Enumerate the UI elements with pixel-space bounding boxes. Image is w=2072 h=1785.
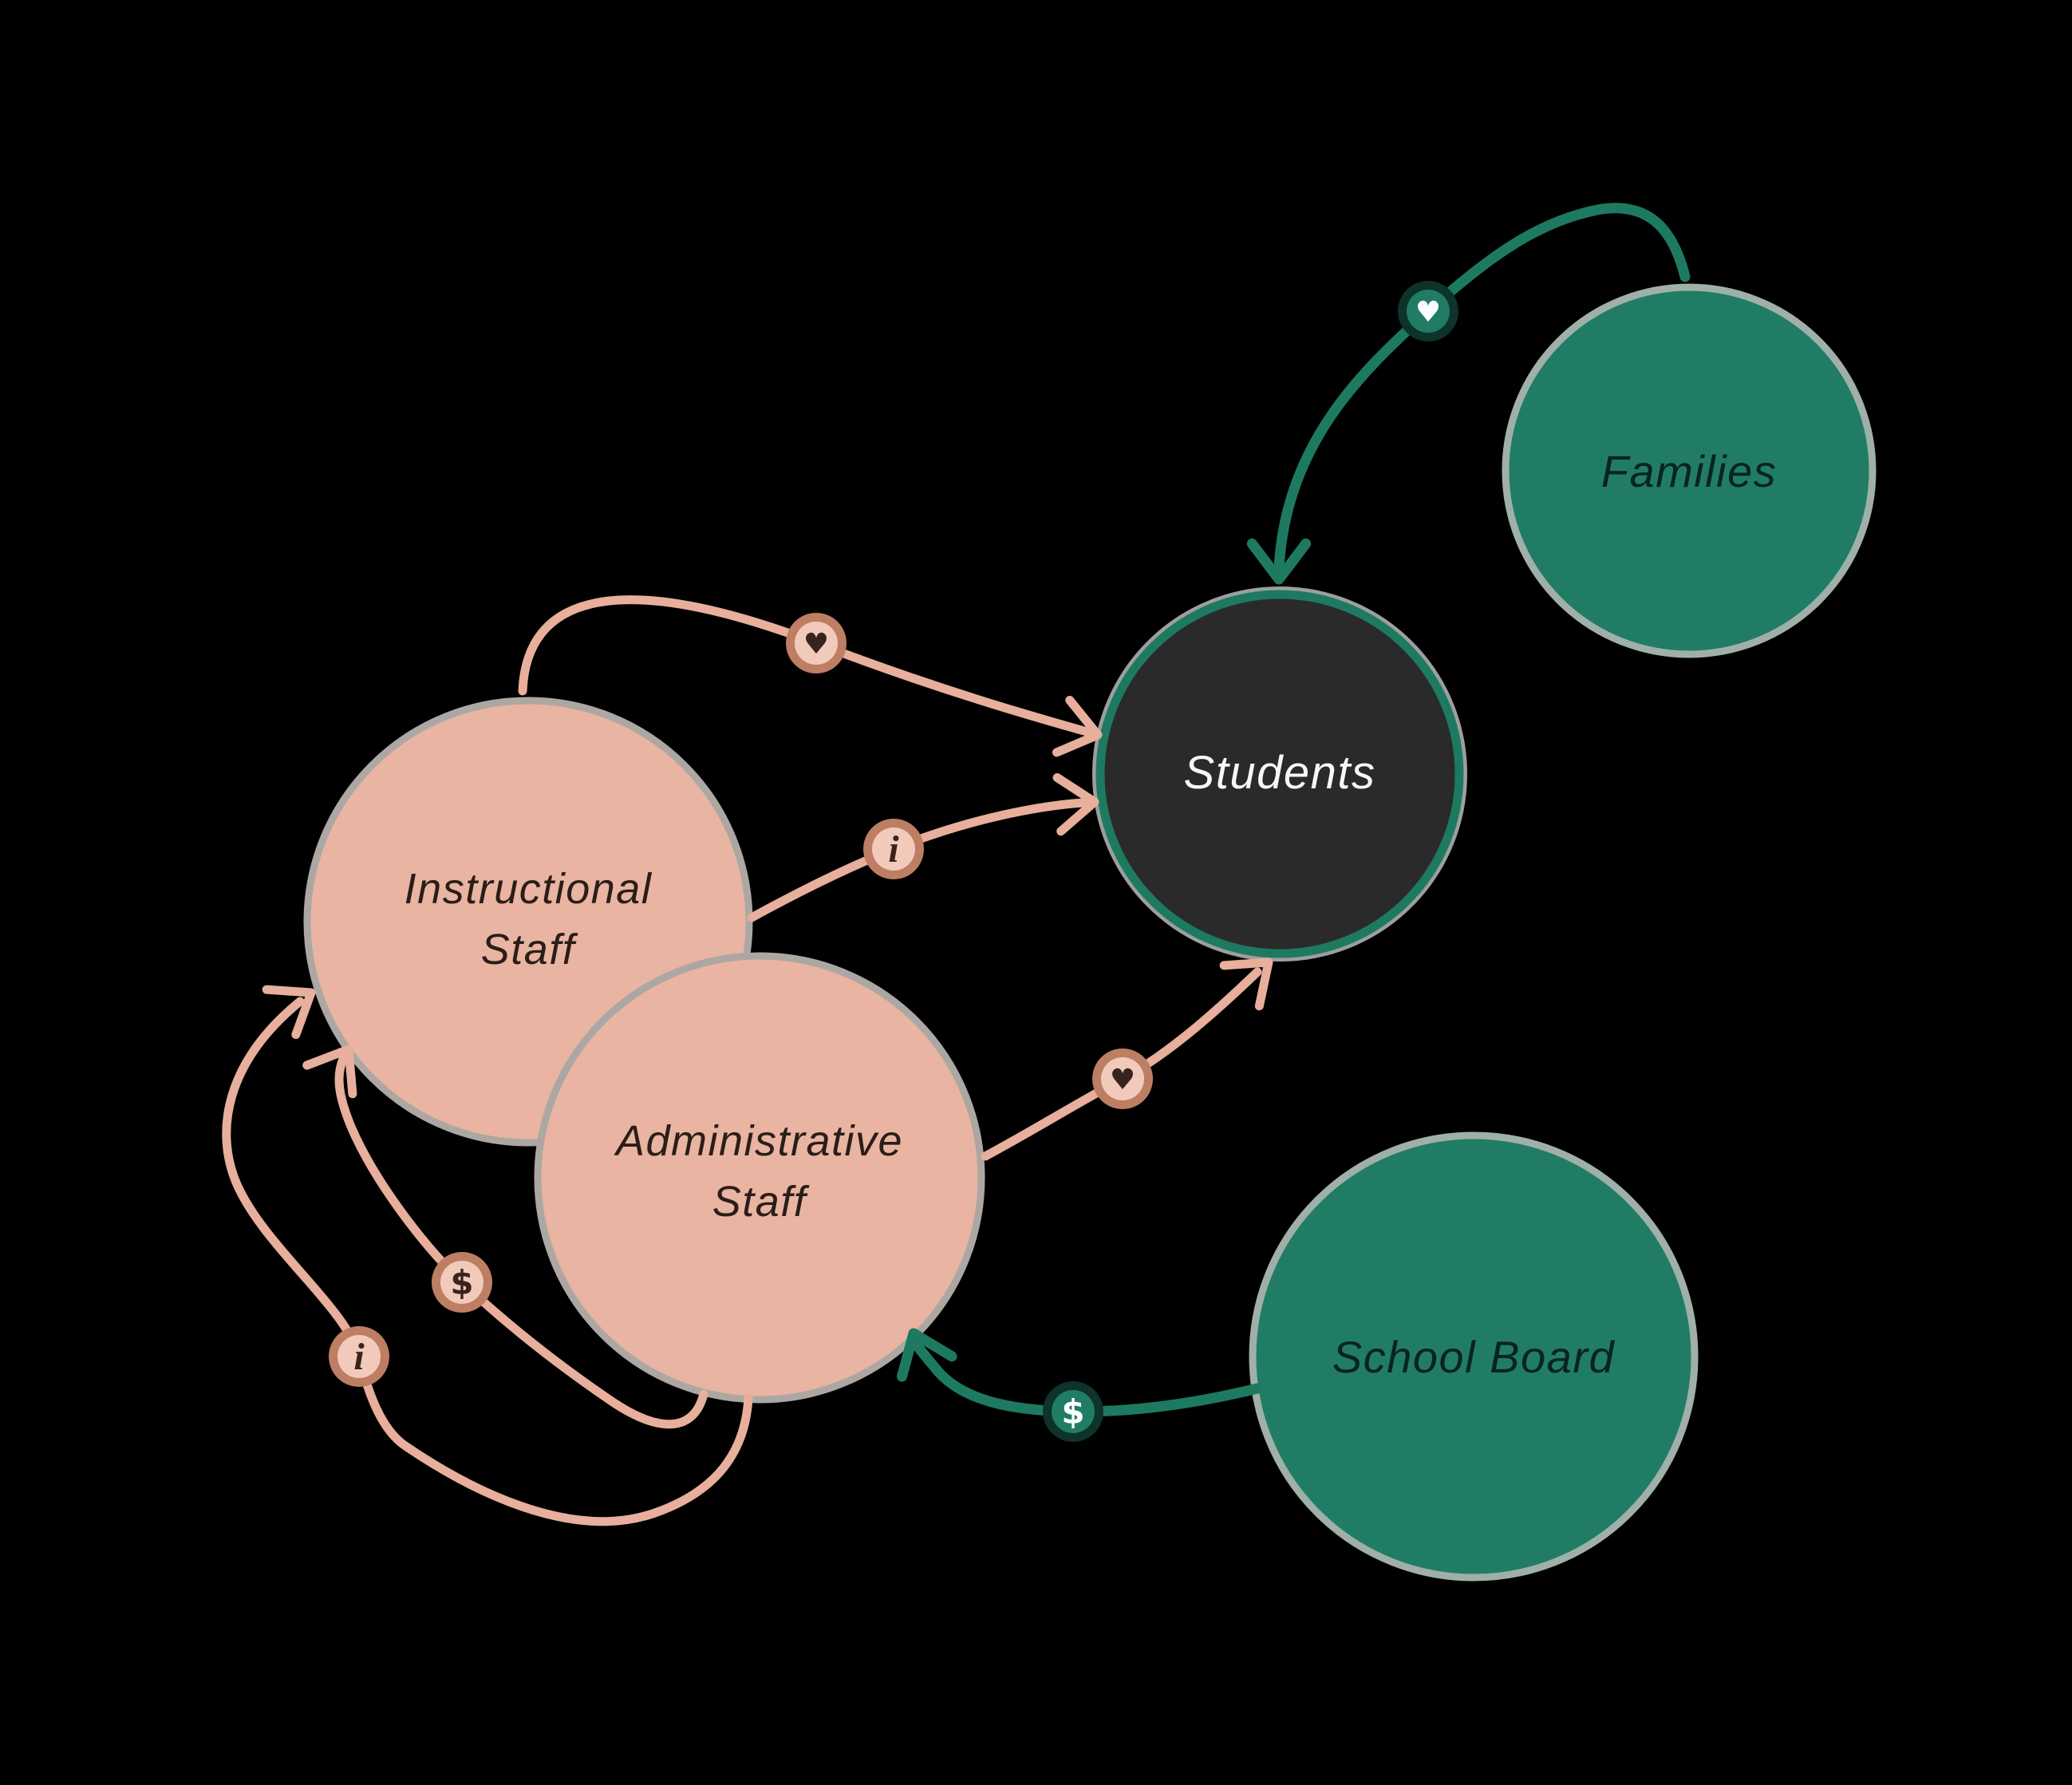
arrowhead-icon (262, 985, 316, 1040)
edge-badge-dollar[interactable]: $ (1043, 1381, 1103, 1442)
node-circle[interactable] (1095, 590, 1464, 958)
edge-path[interactable] (222, 997, 753, 1526)
node-label: School Board (1332, 1332, 1616, 1382)
info-icon: i (353, 1336, 365, 1378)
edge-administrative-staff-to-students-support[interactable]: ♥ (981, 958, 1273, 1161)
node-families[interactable]: Families (1502, 283, 1877, 658)
badge-face (1407, 290, 1450, 333)
arrowhead-icon (1052, 695, 1103, 757)
node-halo (1092, 586, 1467, 962)
node-label-line: Administrative (614, 1117, 903, 1165)
node-circle[interactable] (534, 952, 985, 1404)
edge-badge-info[interactable]: i (863, 819, 924, 879)
edge-administrative-staff-to-instructional-staff-funding[interactable]: $ (302, 1045, 708, 1429)
badge-face (440, 1261, 483, 1304)
node-label-line: School Board (1332, 1332, 1616, 1382)
dollar-icon: $ (1061, 1392, 1084, 1432)
badge-face (872, 827, 915, 871)
heart-icon: ♥ (1415, 296, 1441, 329)
info-icon: i (888, 828, 899, 871)
node-label: Families (1601, 446, 1777, 496)
arrowhead-icon (302, 1045, 357, 1099)
node-school-board[interactable]: School Board (1249, 1131, 1699, 1582)
edge-families-to-students[interactable]: ♥ (1246, 203, 1691, 585)
arrowhead-icon (1246, 538, 1312, 585)
heart-icon: ♥ (803, 628, 829, 661)
edge-instructional-staff-to-students-support[interactable]: ♥ (518, 595, 1103, 757)
badge-face (1101, 1057, 1144, 1100)
edge-path[interactable] (910, 1337, 1263, 1417)
edge-badge-heart[interactable]: ♥ (786, 613, 847, 673)
node-label: Students (1184, 747, 1376, 799)
node-circle[interactable] (1502, 283, 1877, 658)
badge-face (1052, 1390, 1095, 1433)
node-students[interactable]: Students (1092, 586, 1467, 962)
dollar-icon: $ (450, 1263, 473, 1302)
node-label-line: Families (1601, 446, 1777, 496)
edge-school-board-to-administrative-staff-funding[interactable]: $ (897, 1328, 1263, 1442)
arrowhead-icon (897, 1328, 957, 1382)
edge-badge-info[interactable]: i (329, 1326, 389, 1387)
edge-badge-heart[interactable]: ♥ (1398, 281, 1458, 342)
edge-administrative-staff-to-instructional-staff-info[interactable]: i (222, 985, 753, 1526)
badge-face (795, 622, 838, 665)
node-circle[interactable] (1249, 1131, 1699, 1582)
node-label-line: Staff (712, 1178, 810, 1226)
badge-face (337, 1335, 381, 1378)
node-label-line: Students (1184, 747, 1376, 799)
edge-path[interactable] (1273, 203, 1691, 574)
arrowhead-icon (1052, 773, 1099, 836)
edge-badge-heart[interactable]: ♥ (1092, 1048, 1153, 1109)
arrowhead-icon (1219, 958, 1273, 1011)
edge-instructional-staff-to-students-info[interactable]: i (747, 773, 1099, 922)
heart-icon: ♥ (1110, 1064, 1135, 1096)
node-label-line: Staff (481, 926, 578, 973)
node-label-line: Instructional (405, 865, 653, 913)
edge-badge-dollar[interactable]: $ (432, 1252, 492, 1313)
